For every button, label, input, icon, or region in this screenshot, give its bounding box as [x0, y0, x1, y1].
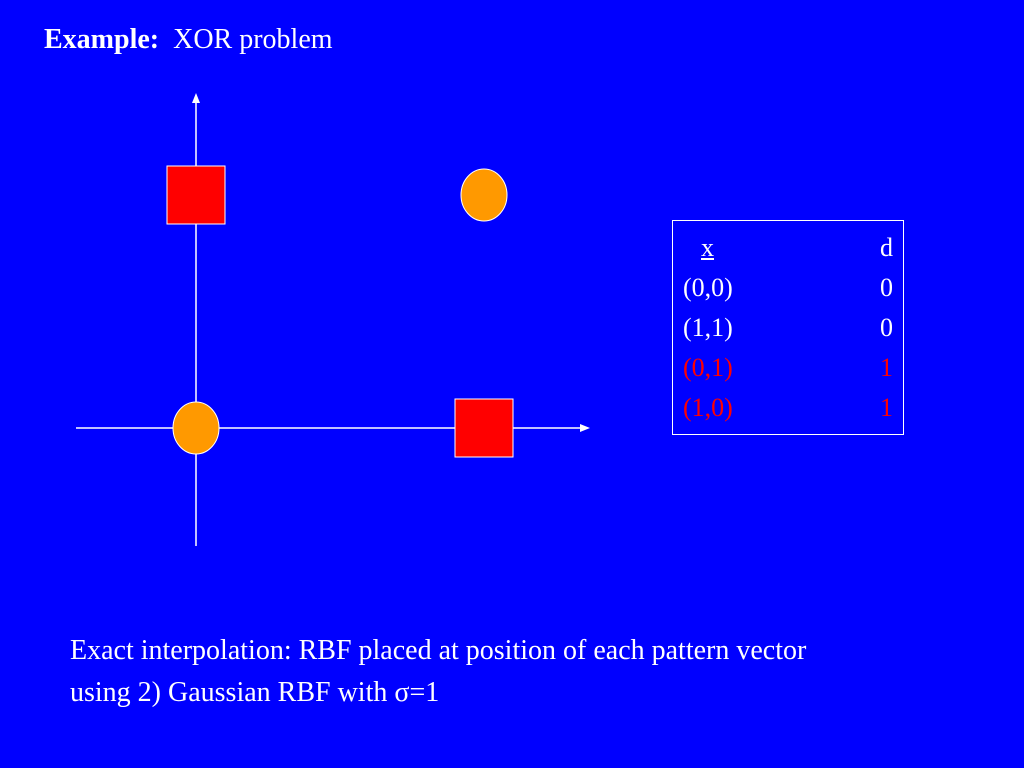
y-axis-arrow [192, 93, 200, 103]
cell-x: (1,0) [683, 393, 733, 422]
class-0-circle [172, 401, 220, 455]
class-0-circle [460, 168, 508, 222]
xor-table: x d (0,0) 0 (1,1) 0 (0,1) 1 (1,0) 1 [672, 220, 904, 435]
x-axis-arrow [580, 424, 590, 432]
table-row: (0,0) 0 [683, 273, 893, 313]
cell-x: (0,0) [683, 273, 733, 302]
table-row: (0,1) 1 [683, 353, 893, 393]
cell-d: 1 [880, 393, 893, 422]
class-1-square [454, 398, 514, 458]
header-d: d [880, 233, 893, 262]
title-text: XOR problem [173, 24, 333, 55]
header-x: x [701, 233, 714, 262]
caption-line-2: using 2) Gaussian RBF with σ=1 [70, 677, 440, 708]
cell-d: 0 [880, 273, 893, 302]
caption: Exact interpolation: RBF placed at posit… [70, 630, 1010, 714]
cell-d: 0 [880, 313, 893, 342]
title-bold: Example: [44, 24, 160, 55]
slide-title: Example: XOR problem [44, 24, 333, 56]
table-row: (1,0) 1 [683, 393, 893, 433]
table-row: (1,1) 0 [683, 313, 893, 353]
cell-x: (1,1) [683, 313, 733, 342]
cell-d: 1 [880, 353, 893, 382]
points-layer [166, 165, 514, 458]
cell-x: (0,1) [683, 353, 733, 382]
class-1-square [166, 165, 226, 225]
caption-line-1: Exact interpolation: RBF placed at posit… [70, 635, 807, 666]
table-header-row: x d [683, 233, 893, 273]
